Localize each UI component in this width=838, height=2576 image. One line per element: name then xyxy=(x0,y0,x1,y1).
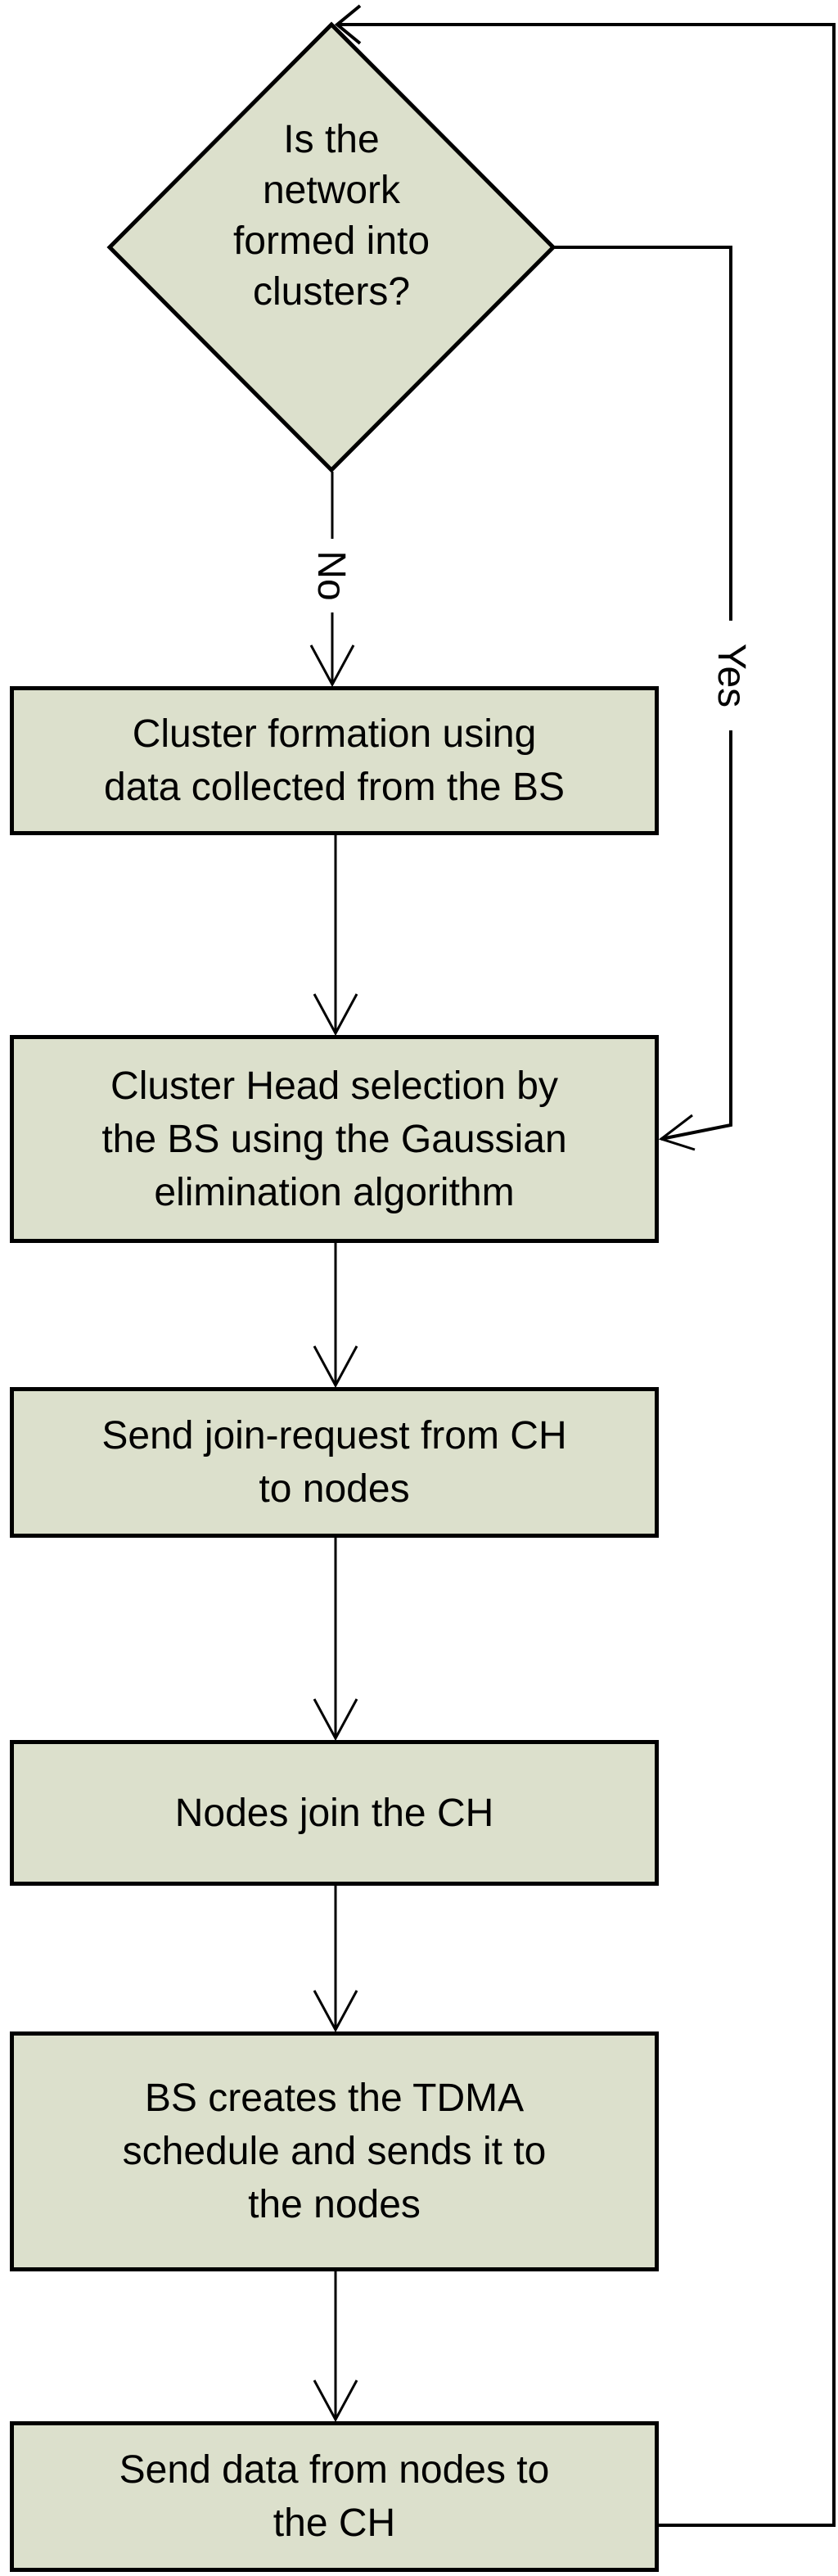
box-text-line: the nodes xyxy=(248,2183,421,2226)
flow-box-send-data-to-ch: Send data from nodes to the CH xyxy=(10,2421,659,2572)
box-text-line: to nodes xyxy=(259,1467,410,1511)
decision-diamond-shape xyxy=(106,21,556,473)
box-text-line: data collected from the BS xyxy=(104,766,565,809)
box-text-line: the CH xyxy=(273,2501,396,2545)
box-text-line: schedule and sends it to xyxy=(122,2130,547,2173)
yes-line-upper xyxy=(553,246,732,621)
box-text-line: Cluster formation using xyxy=(132,712,537,756)
flow-box-cluster-formation: Cluster formation using data collected f… xyxy=(10,686,659,835)
box-text-line: elimination algorithm xyxy=(154,1170,515,1214)
edge-label-no: No xyxy=(309,549,353,603)
feedback-arrowhead xyxy=(334,4,362,45)
arrow-box2-box3-head xyxy=(313,1345,358,1389)
yes-line-lower xyxy=(660,730,732,1141)
box-text-line: Send join-request from CH xyxy=(101,1414,567,1457)
yes-arrowhead xyxy=(658,1114,696,1151)
box-text-line: the BS using the Gaussian xyxy=(101,1117,567,1161)
edge-label-yes: Yes xyxy=(710,641,753,710)
arrow-box3-box4-head xyxy=(313,1698,358,1742)
no-arrowhead xyxy=(309,644,355,688)
arrow-box5-box6-head xyxy=(313,2379,358,2423)
box-text-line: Send data from nodes to xyxy=(119,2448,550,2492)
box-text-line: BS creates the TDMA xyxy=(144,2077,525,2120)
arrow-box1-box2-head xyxy=(313,993,358,1037)
flow-box-cluster-head-selection: Cluster Head selection by the BS using t… xyxy=(10,1035,659,1243)
flow-box-send-join-request: Send join-request from CH to nodes xyxy=(10,1387,659,1538)
feedback-loop-line xyxy=(337,23,836,2527)
flow-box-tdma-schedule: BS creates the TDMA schedule and sends i… xyxy=(10,2031,659,2271)
box-text-line: Nodes join the CH xyxy=(174,1791,494,1835)
flow-box-nodes-join-ch: Nodes join the CH xyxy=(10,1740,659,1886)
arrow-box4-box5-head xyxy=(313,1990,358,2033)
box-text-line: Cluster Head selection by xyxy=(110,1064,558,1108)
